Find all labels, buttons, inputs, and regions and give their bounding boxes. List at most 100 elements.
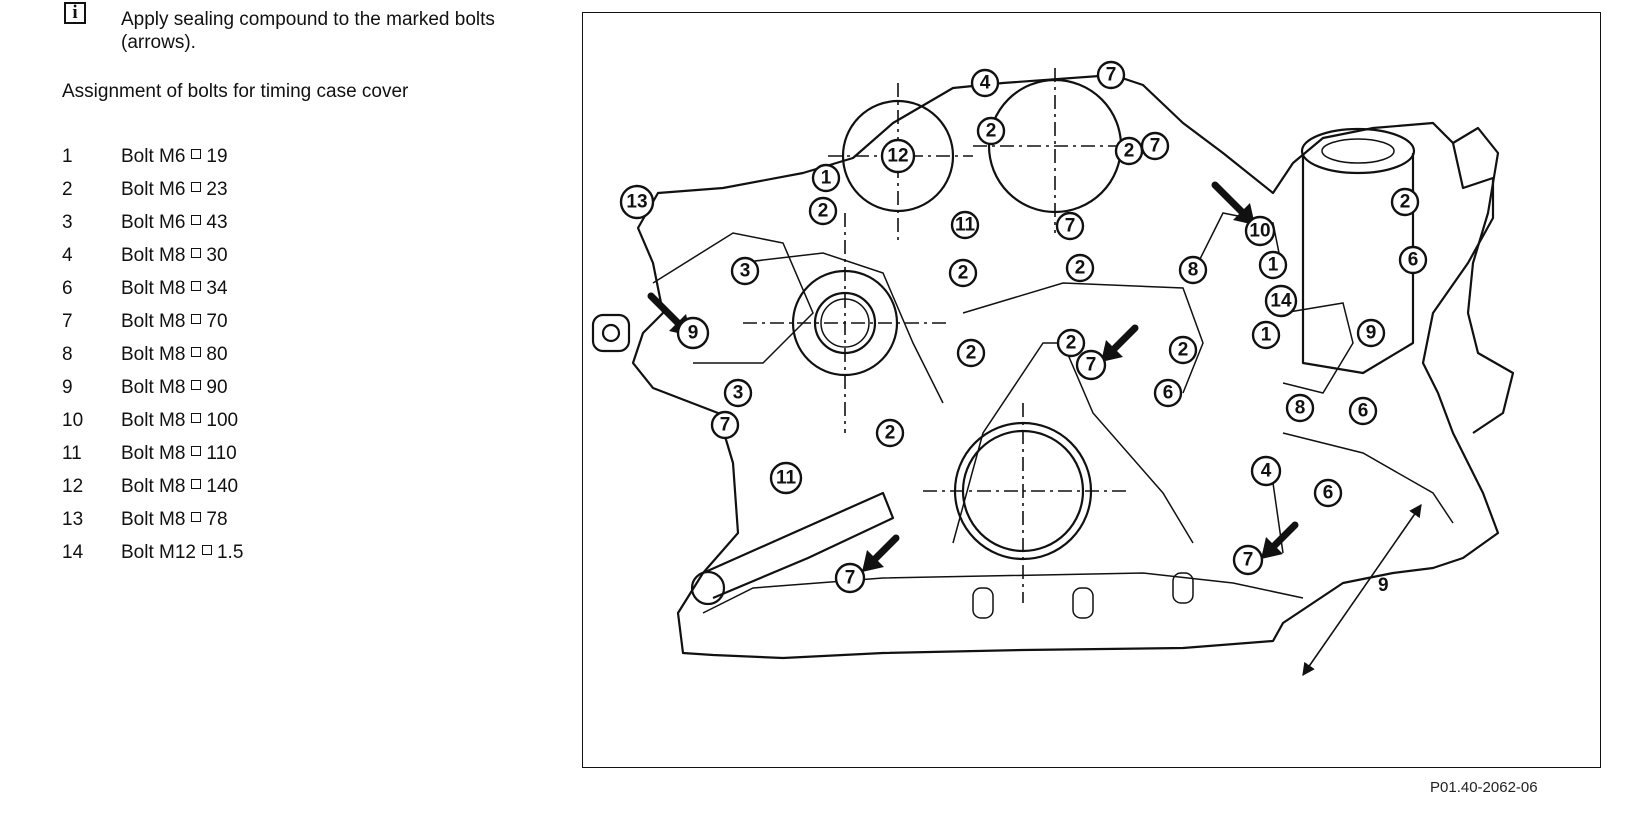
dimension-line — [1302, 503, 1422, 677]
box-icon — [191, 380, 202, 390]
slot — [972, 587, 994, 619]
legend-length: 100 — [206, 410, 239, 431]
svg-text:6: 6 — [1323, 483, 1334, 504]
sealing-arrow — [1211, 181, 1255, 225]
svg-text:8: 8 — [1188, 260, 1199, 281]
sealing-arrow — [1261, 521, 1299, 559]
legend-type: Bolt M8 — [121, 377, 186, 398]
svg-text:8: 8 — [1295, 398, 1306, 419]
legend-type: Bolt M8 — [121, 443, 186, 464]
svg-text:2: 2 — [1124, 141, 1135, 162]
svg-text:2: 2 — [1075, 258, 1086, 279]
legend-number: 3 — [62, 212, 73, 233]
bolt-callout: 6 — [1348, 396, 1378, 426]
svg-text:7: 7 — [1086, 355, 1097, 376]
bolt-callout: 2 — [1056, 328, 1086, 358]
legend-heading: Assignment of bolts for timing case cove… — [62, 81, 409, 102]
box-icon — [191, 347, 202, 357]
legend-type: Bolt M6 — [121, 146, 186, 167]
bolt-callout: 12 — [880, 138, 916, 174]
bolt-callout: 7 — [1075, 349, 1107, 381]
box-icon — [191, 314, 202, 324]
legend-type: Bolt M8 — [121, 344, 186, 365]
bolt-callout: 3 — [723, 378, 753, 408]
tensioner-pivot — [690, 570, 726, 606]
svg-text:2: 2 — [1400, 192, 1411, 213]
dimension-label: 9 — [1378, 575, 1389, 596]
bolt-callout: 2 — [875, 418, 905, 448]
legend-number: 6 — [62, 278, 73, 299]
bolt-callout: 2 — [956, 338, 986, 368]
bolt-callout: 2 — [1390, 187, 1420, 217]
svg-text:3: 3 — [740, 261, 751, 282]
svg-text:12: 12 — [887, 146, 908, 167]
legend-length: 19 — [206, 146, 228, 167]
box-icon — [191, 182, 202, 192]
legend-type: Bolt M6 — [121, 179, 186, 200]
svg-text:7: 7 — [1065, 216, 1076, 237]
legend-type: Bolt M8 — [121, 410, 186, 431]
legend-length: 140 — [206, 476, 239, 497]
inner-contour — [652, 232, 814, 364]
svg-text:2: 2 — [986, 121, 997, 142]
bolt-callout: 9 — [1356, 318, 1386, 348]
filter-housing — [1301, 153, 1415, 375]
bolt-callout: 7 — [1055, 211, 1085, 241]
svg-text:13: 13 — [626, 192, 647, 213]
bolt-callout: 13 — [619, 184, 655, 220]
legend-number: 9 — [62, 377, 73, 398]
bolt-callout: 1 — [1258, 250, 1288, 280]
bolt-callout: 9 — [676, 316, 710, 350]
legend-length: 110 — [206, 443, 237, 464]
legend-length: 30 — [206, 245, 228, 266]
legend-type: Bolt M6 — [121, 212, 186, 233]
legend-number: 4 — [62, 245, 73, 266]
bolt-callout: 4 — [1250, 455, 1282, 487]
inner-contour — [1282, 432, 1454, 524]
legend-type: Bolt M8 — [121, 245, 186, 266]
legend-item: 4 Bolt M8 30 — [62, 244, 243, 277]
box-icon — [191, 512, 202, 522]
svg-text:6: 6 — [1408, 250, 1419, 271]
left-mount-bore — [601, 323, 621, 343]
bolt-callout: 1 — [811, 163, 841, 193]
inner-contour — [702, 572, 1304, 614]
bolt-callout: 2 — [976, 116, 1006, 146]
svg-text:7: 7 — [1106, 65, 1117, 86]
inner-contour — [1282, 302, 1354, 394]
svg-text:7: 7 — [1243, 550, 1254, 571]
bolt-callout: 2 — [808, 196, 838, 226]
bolt-callout: 2 — [1114, 136, 1144, 166]
info-icon: i — [64, 2, 86, 24]
inner-contour — [952, 342, 1194, 544]
slot — [1072, 587, 1094, 619]
legend-number: 8 — [62, 344, 73, 365]
svg-text:2: 2 — [1066, 333, 1077, 354]
right-bracket — [1452, 126, 1515, 434]
legend-number: 11 — [62, 443, 82, 464]
legend-length: 1.5 — [216, 542, 244, 563]
bolt-callout: 7 — [710, 410, 740, 440]
legend-length: 23 — [206, 179, 228, 200]
svg-text:10: 10 — [1249, 221, 1270, 242]
inner-contour — [737, 252, 944, 404]
left-mount — [591, 313, 631, 353]
legend-number: 7 — [62, 311, 73, 332]
svg-text:14: 14 — [1270, 291, 1292, 312]
bolt-callout: 3 — [730, 256, 760, 286]
bolt-callout: 6 — [1313, 478, 1343, 508]
svg-text:2: 2 — [818, 201, 829, 222]
box-icon — [191, 413, 202, 423]
bolt-callout: 8 — [1178, 255, 1208, 285]
tensioner-arm — [702, 491, 895, 600]
